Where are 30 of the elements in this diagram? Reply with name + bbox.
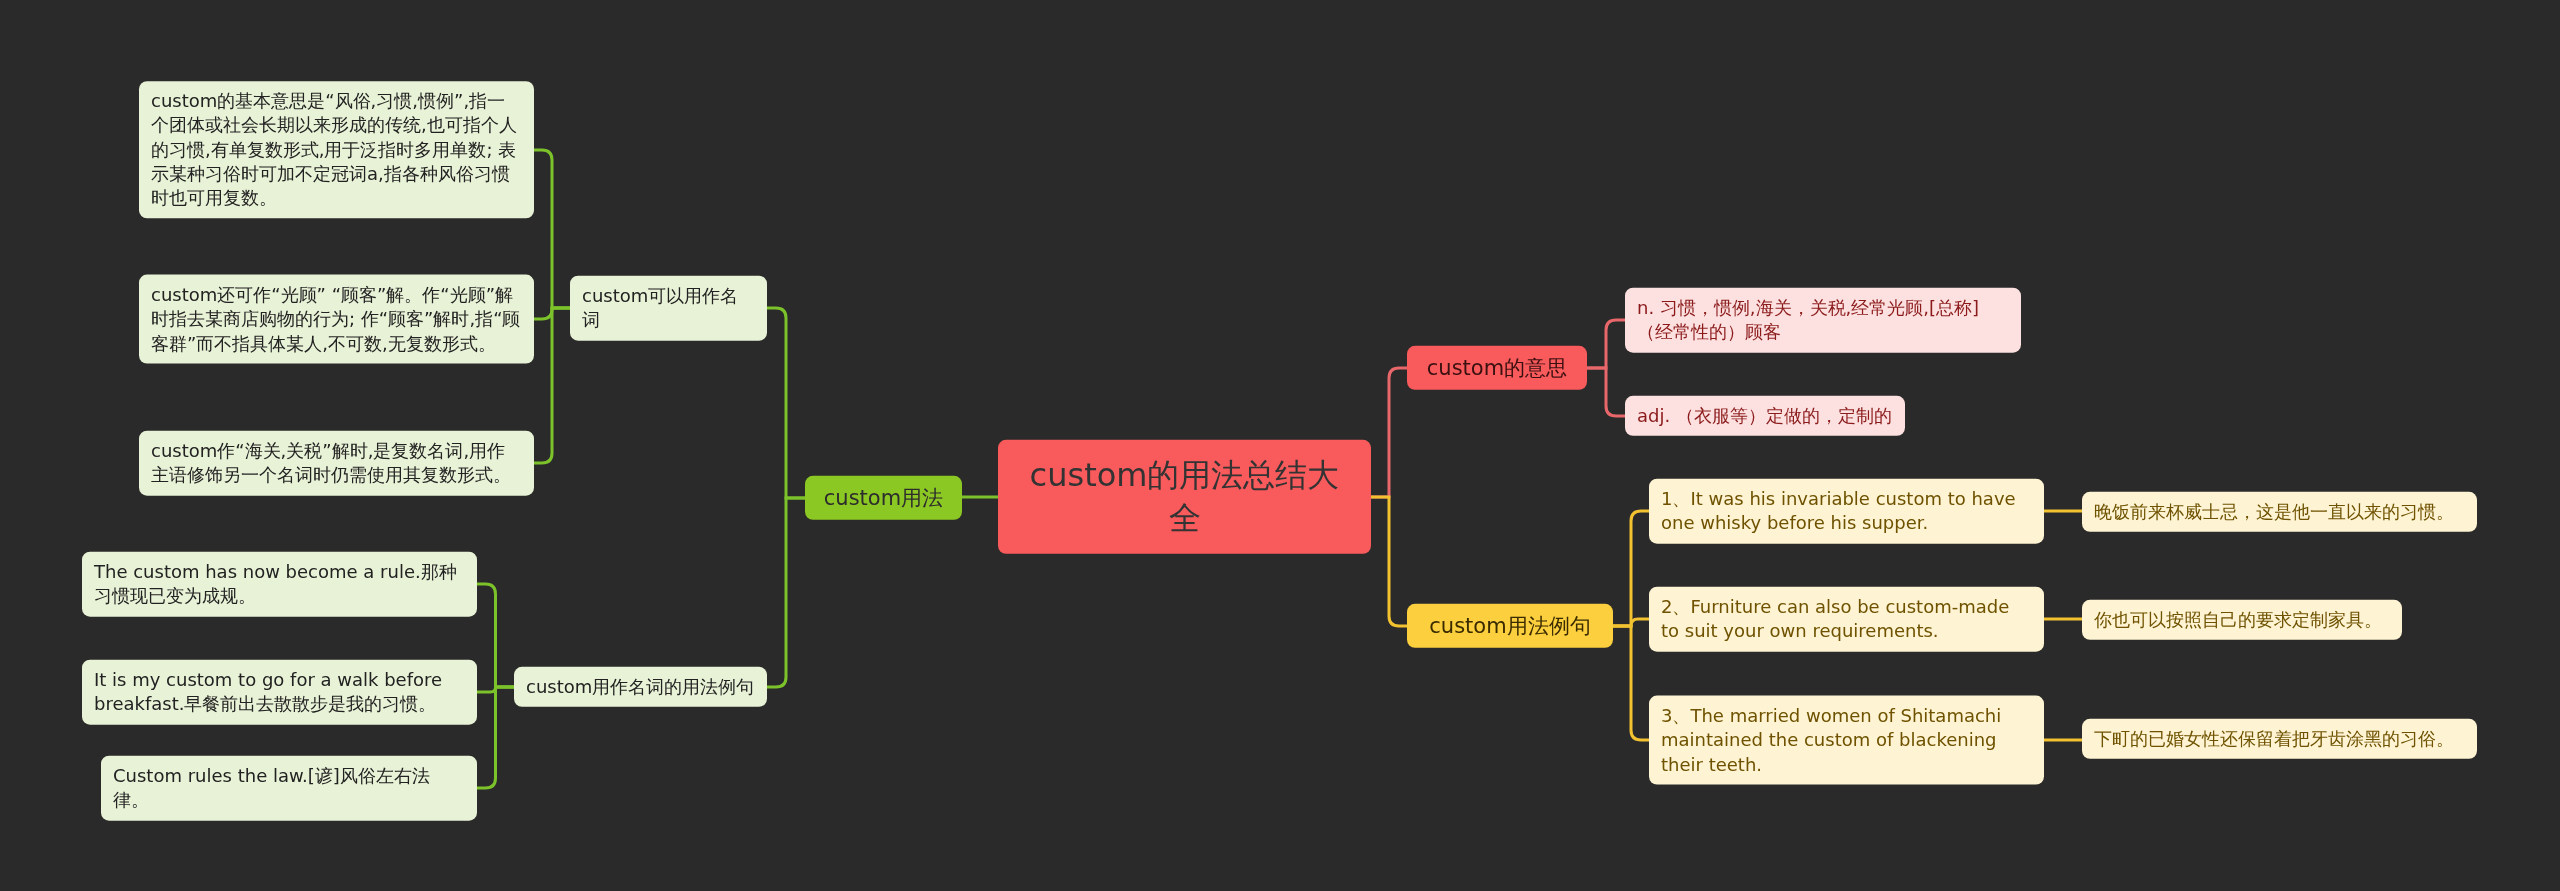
connector-line — [767, 496, 805, 689]
meaning-box: adj. （衣服等）定做的，定制的 — [1625, 395, 1905, 437]
connector-line — [2044, 509, 2082, 513]
branch-box: custom用法例句 — [1407, 603, 1613, 649]
connector-line — [2044, 617, 2082, 621]
subtopic-box: custom用作名词的用法例句 — [514, 666, 767, 708]
example-box: Custom rules the law.[谚]风俗左右法律。 — [101, 755, 477, 821]
branch-box: custom用法 — [805, 475, 962, 521]
connector-line — [2044, 738, 2082, 742]
translation-box: 晚饭前来杯威士忌，这是他一直以来的习惯。 — [2082, 491, 2477, 533]
note-box: custom还可作“光顾” “顾客”解。作“光顾”解时指去某商店购物的行为; 作“顾客”解时,指“顾客群”而不指具体某人,不可数,无复数形式。 — [139, 274, 534, 364]
meaning-box: n. 习惯，惯例,海关，关税,经常光顾,[总称]（经常性的）顾客 — [1625, 287, 2021, 353]
example-box: 1、It was his invariable custom to have one whisky before his supper. — [1649, 478, 2044, 544]
example-box: 2、Furniture can also be custom-made to suit your own requirements. — [1649, 586, 2044, 652]
connector-line — [477, 685, 514, 790]
example-box: 3、The married women of Shitamachi maintained the custom of blackening their teeth. — [1649, 695, 2044, 785]
connector-line — [1613, 624, 1649, 742]
translation-box: 下町的已婚女性还保留着把牙齿涂黑的习俗。 — [2082, 718, 2477, 760]
subtopic-box: custom可以用作名词 — [570, 275, 767, 341]
connector-line — [1371, 495, 1407, 628]
connector-line — [534, 306, 570, 465]
branch-box: custom的意思 — [1407, 345, 1587, 391]
connector-line — [1587, 366, 1625, 418]
example-box: The custom has now become a rule.那种习惯现已变为成规。 — [82, 551, 477, 617]
connector-line — [962, 495, 998, 499]
note-box: custom作“海关,关税”解时,是复数名词,用作主语修饰另一个名词时仍需使用其复数形式。 — [139, 430, 534, 496]
central-topic-box: custom的用法总结大全 — [998, 439, 1371, 555]
translation-box: 你也可以按照自己的要求定制家具。 — [2082, 599, 2402, 641]
example-box: It is my custom to go for a walk before breakfast.早餐前出去散散步是我的习惯。 — [82, 659, 477, 725]
note-box: custom的基本意思是“风俗,习惯,惯例”,指一个团体或社会长期以来形成的传统,也可指个人的习惯,有单复数形式,用于泛指时多用单数; 表示某种习俗时可加不定冠词a,指各种风俗习惯时也可用复数。 — [139, 81, 534, 219]
